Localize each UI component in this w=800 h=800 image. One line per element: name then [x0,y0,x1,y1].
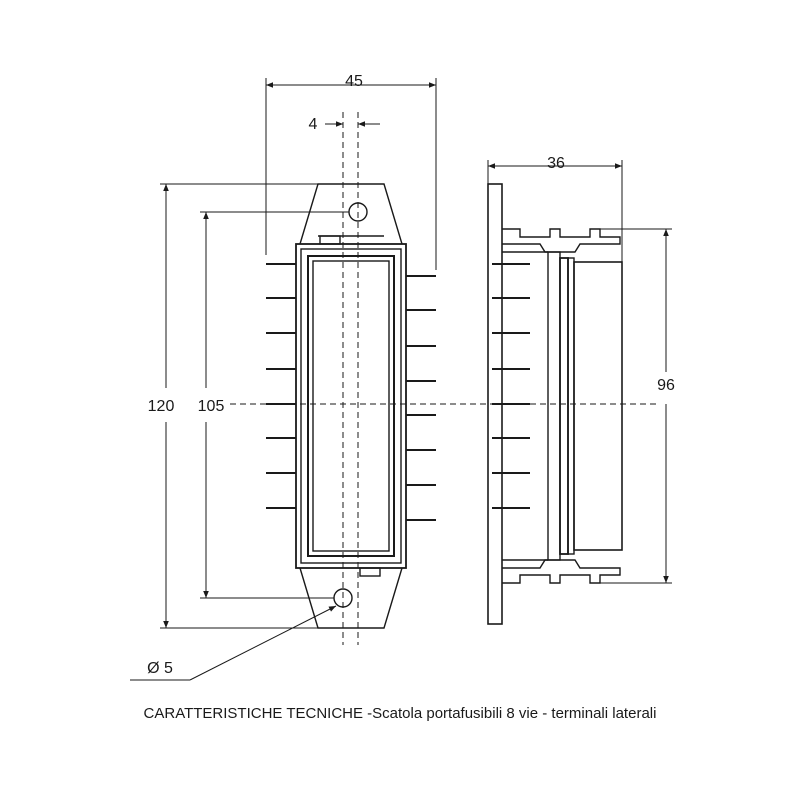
bottom-clip-profile [502,559,621,584]
dim-hole-offset: 4 [309,116,318,133]
right-terminals [406,275,436,521]
dim-hole-diameter: Ø 5 [147,660,173,677]
side-cover [573,261,623,551]
top-mounting-tab [299,183,403,245]
side-view [487,183,623,625]
dim-depth: 36 [547,155,565,172]
dim-body-height: 96 [657,377,675,394]
dimension-labels: 45 4 36 120 105 96 Ø 5 [147,73,675,677]
left-terminals [266,263,296,509]
side-terminals [492,263,530,509]
fuse-cover [307,255,395,557]
side-body [547,251,561,561]
front-view [266,183,436,629]
dimension-lines [130,78,672,681]
top-clip-profile [502,228,621,253]
fuse-box-body [295,243,407,569]
caption: CARATTERISTICHE TECNICHE -Scatola portaf… [143,705,657,722]
dim-width-total: 45 [345,73,363,90]
dim-height-total: 120 [148,398,175,415]
center-lines [230,112,660,645]
dim-hole-spacing: 105 [198,398,225,415]
